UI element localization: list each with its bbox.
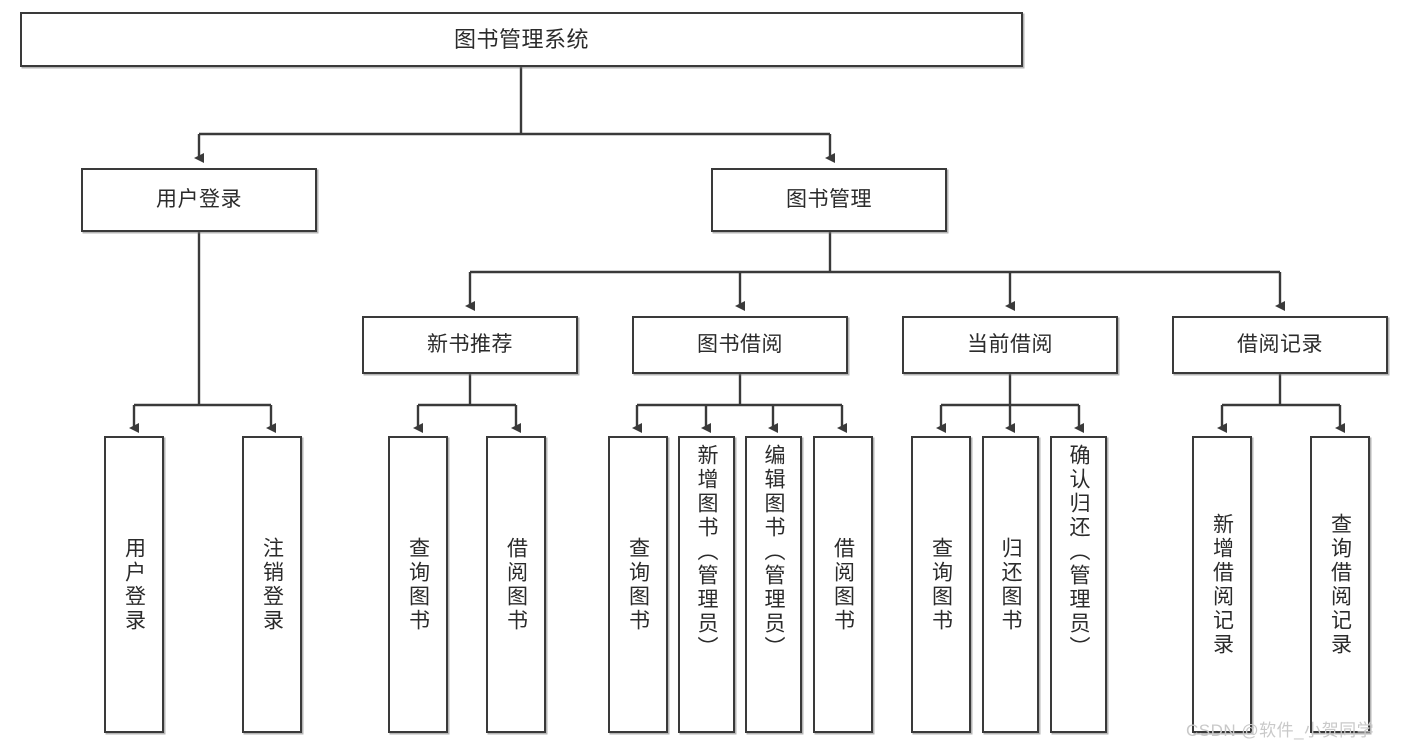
node-user-login[interactable]: 用户登录	[81, 168, 317, 232]
leaf-query-book-borrow[interactable]: 查询图书	[608, 436, 668, 733]
node-label: 新书推荐	[427, 332, 513, 356]
leaf-edit-book-admin[interactable]: 编辑图书（管理员）	[745, 436, 802, 733]
csdn-watermark: CSDN @软件_小贺同学	[1186, 721, 1375, 740]
leaf-borrow-book-recommend[interactable]: 借阅图书	[486, 436, 546, 733]
node-label: 查询图书	[929, 536, 953, 633]
leaf-query-book-current[interactable]: 查询图书	[911, 436, 971, 733]
node-label: 借阅图书	[831, 536, 855, 633]
node-label: 查询图书	[626, 536, 650, 633]
node-label: 新增图书（管理员）	[695, 444, 718, 660]
node-label: 借阅图书	[504, 536, 528, 633]
node-label: 注销登录	[260, 536, 284, 633]
node-label: 查询图书	[406, 536, 430, 633]
node-label: 查询借阅记录	[1328, 512, 1352, 657]
node-book-borrowing[interactable]: 图书借阅	[632, 316, 848, 374]
node-label: 新增借阅记录	[1210, 512, 1234, 657]
node-label: 图书借阅	[697, 332, 783, 356]
leaf-borrow-book-borrow[interactable]: 借阅图书	[813, 436, 873, 733]
node-label: 当前借阅	[967, 332, 1053, 356]
node-label: 借阅记录	[1237, 332, 1323, 356]
node-book-management[interactable]: 图书管理	[711, 168, 947, 232]
node-label: 用户登录	[122, 536, 146, 633]
node-borrowing-record[interactable]: 借阅记录	[1172, 316, 1388, 374]
node-label: 编辑图书（管理员）	[762, 444, 785, 660]
node-label: 用户登录	[156, 187, 242, 211]
leaf-confirm-return-admin[interactable]: 确认归还（管理员）	[1050, 436, 1107, 733]
leaf-query-borrow-record[interactable]: 查询借阅记录	[1310, 436, 1370, 733]
leaf-return-book[interactable]: 归还图书	[982, 436, 1039, 733]
node-current-borrowing[interactable]: 当前借阅	[902, 316, 1118, 374]
node-label: 归还图书	[999, 536, 1022, 633]
leaf-add-borrow-record[interactable]: 新增借阅记录	[1192, 436, 1252, 733]
node-new-book-recommendation[interactable]: 新书推荐	[362, 316, 578, 374]
node-label: 图书管理系统	[453, 26, 589, 52]
leaf-add-book-admin[interactable]: 新增图书（管理员）	[678, 436, 735, 733]
node-label: 图书管理	[786, 187, 872, 211]
leaf-query-book-recommend[interactable]: 查询图书	[388, 436, 448, 733]
leaf-user-login[interactable]: 用户登录	[104, 436, 164, 733]
node-root-book-management-system[interactable]: 图书管理系统	[20, 12, 1023, 67]
node-label: 确认归还（管理员）	[1067, 444, 1090, 660]
leaf-logout[interactable]: 注销登录	[242, 436, 302, 733]
